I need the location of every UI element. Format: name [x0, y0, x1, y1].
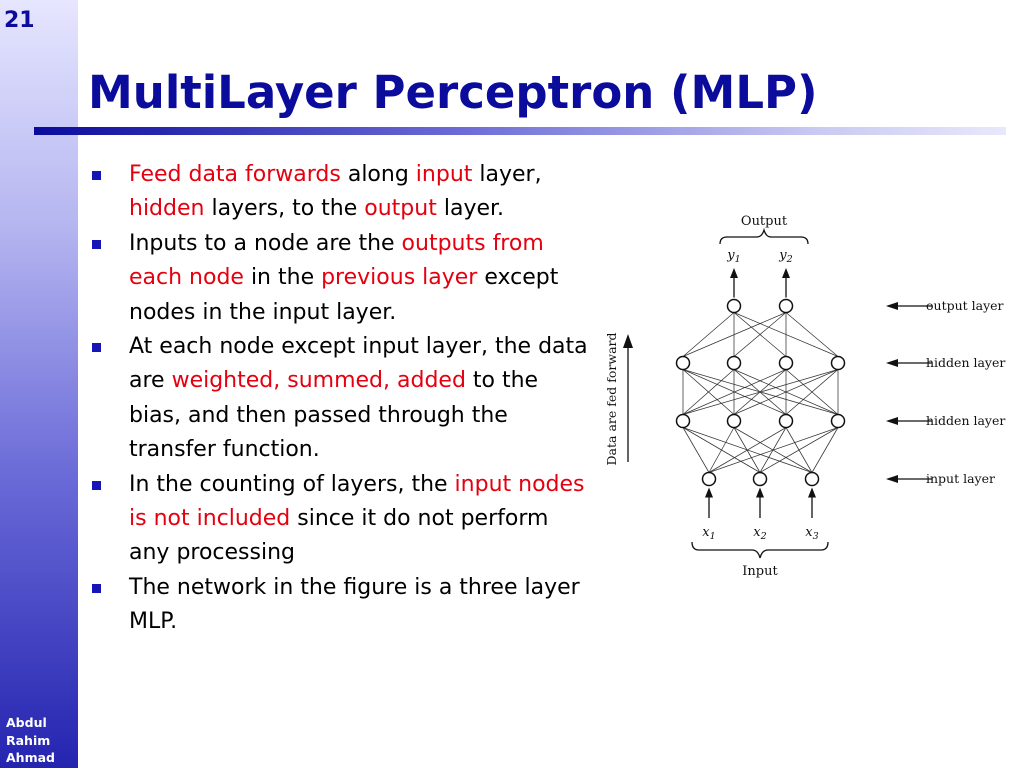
highlight-text: hidden [129, 196, 205, 222]
mlp-diagram-svg: Output Input Data are fed forward y1 y2 x1… [604, 214, 1005, 579]
bullet-list: Feed data forwards along input layer, hi… [92, 158, 590, 640]
input-node [701, 471, 717, 487]
square-bullet-icon [92, 343, 101, 353]
connection-line [682, 427, 761, 473]
output-arrow-head [782, 268, 790, 278]
bullet-item: In the counting of layers, the input nod… [92, 468, 590, 571]
output-label: y2 [778, 248, 792, 265]
input-label: x1 [702, 525, 715, 542]
input-label: x3 [805, 525, 818, 542]
bullet-item: Inputs to a node are the outputs from ea… [92, 227, 590, 330]
square-bullet-icon [92, 239, 101, 249]
bullet-text: The network in the figure is a three lay… [129, 574, 580, 635]
connection-line [785, 369, 839, 415]
input-label: x2 [753, 525, 766, 542]
highlight-text: Feed data forwards [129, 162, 341, 187]
sidebar [0, 0, 78, 768]
bullet-text: to the bias, and then passed through the… [129, 368, 539, 463]
highlight-text: outputs from each node [129, 230, 544, 291]
output-brace [719, 227, 809, 245]
layer-arrow-head [886, 417, 898, 425]
input-node [752, 471, 768, 487]
connection-line [682, 369, 787, 415]
highlight-text: input nodes is not included [129, 471, 585, 532]
layer-label: hidden layer [926, 355, 1005, 370]
author-last-name: Ahmad [6, 750, 55, 765]
bullet-text: along [340, 162, 416, 187]
layer-arrow-head [886, 302, 898, 310]
slide-title: MultiLayer Perceptron (MLP) [88, 66, 818, 119]
input-brace [691, 541, 829, 559]
highlight-text: output [364, 196, 437, 222]
layer-label: input layer [926, 471, 995, 486]
bullet-text: layer, [472, 162, 542, 187]
author-middle-name: Rahim [6, 732, 51, 748]
bullet-text: since it do not perform any processing [129, 506, 549, 566]
output-node [726, 298, 742, 314]
layer-arrow-head [886, 359, 898, 367]
bullet-text: in the [243, 265, 322, 291]
hidden-node [830, 413, 846, 429]
input-arrow-head [808, 487, 816, 498]
bullet-item: The network in the figure is a three lay… [92, 571, 590, 640]
title-underline [34, 127, 1006, 135]
square-bullet-icon [92, 480, 101, 490]
hidden-node [726, 355, 742, 371]
layer-label: output layer [926, 298, 1004, 313]
hidden-node [830, 355, 846, 371]
hidden-node [675, 355, 691, 371]
output-arrow-head [730, 268, 738, 278]
bullet-text: In the counting of layers, the [129, 471, 455, 497]
bullet-text: layer. [436, 196, 505, 222]
connection-line [682, 312, 735, 357]
highlight-text: weighted, summed, added [171, 368, 466, 394]
output-label: y1 [726, 248, 740, 265]
hidden-node [675, 413, 691, 429]
hidden-node [726, 413, 742, 429]
connection-line [682, 369, 839, 415]
connection-line [733, 427, 813, 473]
highlight-text: previous layer [321, 265, 478, 291]
connection-line [785, 312, 839, 357]
input-label: Input [742, 564, 778, 579]
connection-line [682, 312, 787, 357]
slide-number: 21 [4, 8, 35, 33]
connection-line [682, 427, 710, 473]
connection-line [682, 369, 735, 415]
input-node [804, 471, 820, 487]
output-node [778, 298, 794, 314]
feed-forward-arrowhead [623, 334, 633, 348]
connection-line [682, 427, 813, 473]
connection-line [733, 369, 839, 415]
connection-line [733, 312, 839, 357]
side-label: Data are fed forward [604, 333, 619, 466]
input-arrow-head [756, 487, 764, 498]
square-bullet-icon [92, 171, 101, 180]
layer-label: hidden layer [926, 413, 1005, 428]
connection-line [785, 427, 813, 473]
mlp-diagram: Output Input Data are fed forward y1 y2 x1… [596, 200, 1008, 592]
bullet-item: Feed data forwards along input layer, hi… [92, 158, 590, 227]
layer-arrow-head [886, 475, 898, 483]
hidden-node [778, 413, 794, 429]
hidden-node [778, 355, 794, 371]
author-name: Abdul Rahim Ahmad [6, 714, 76, 767]
bullet-text: layers, to the [204, 196, 365, 222]
connection-line [733, 312, 787, 357]
bullet-text: Inputs to a node are the [129, 230, 402, 256]
output-label: Output [741, 214, 788, 229]
author-first-name: Abdul [6, 715, 47, 730]
bullet-item: At each node except input layer, the dat… [92, 330, 590, 468]
input-arrow-head [705, 487, 713, 498]
square-bullet-icon [92, 583, 101, 593]
bullet-text: except nodes in the input layer. [129, 265, 559, 325]
highlight-text: input [415, 162, 473, 187]
connection-line [811, 427, 839, 473]
bullet-text: At each node except input layer, the dat… [129, 334, 588, 394]
